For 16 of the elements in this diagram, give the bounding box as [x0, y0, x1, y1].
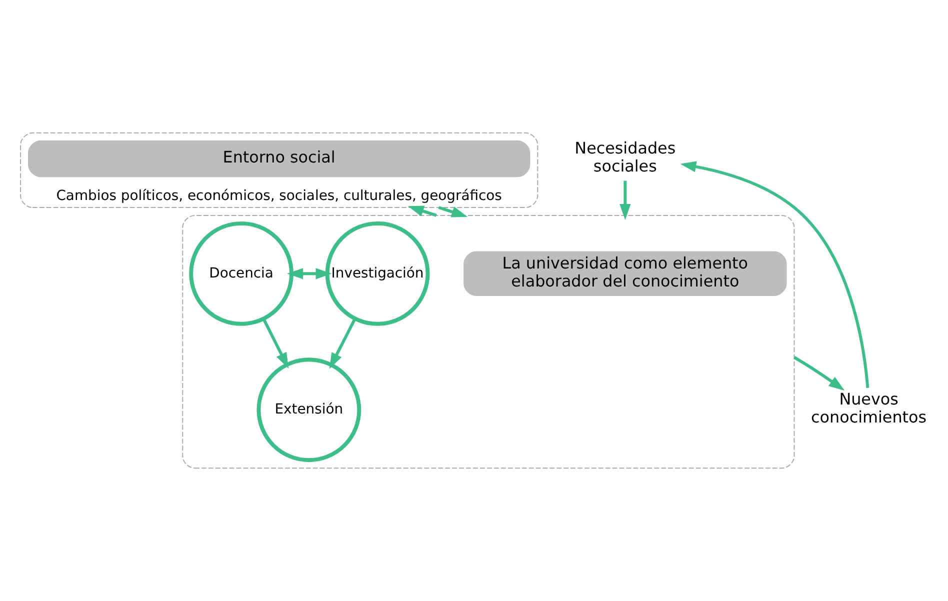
node-box: La universidad como elemento elaborador del conocimiento: [464, 251, 787, 296]
arrow: [680, 161, 870, 388]
node-circle: Extensión: [256, 358, 362, 462]
arrow: [438, 206, 468, 218]
node-text: Nuevos conocimientos: [811, 390, 927, 427]
arrow: [408, 206, 437, 217]
cluster: [182, 214, 795, 469]
arrow: [262, 318, 289, 369]
node-text: Necesidades sociales: [574, 138, 676, 176]
arrow: [793, 356, 845, 391]
node-box: Entorno social: [28, 140, 530, 178]
node-circle: Docencia: [189, 221, 294, 326]
node-circle: Investigación: [325, 221, 430, 326]
arrow: [287, 268, 332, 280]
arrow: [329, 318, 356, 369]
arrow: [620, 180, 631, 220]
